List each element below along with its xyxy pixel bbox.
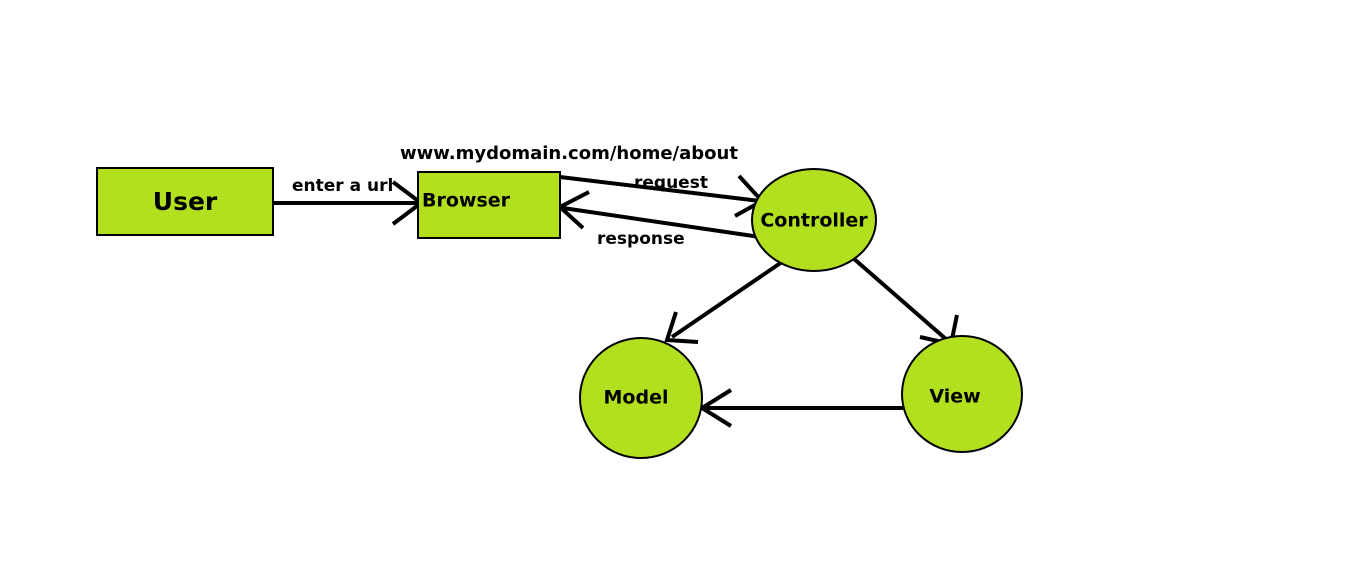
node-user-rect [96,167,274,236]
edge-controller-to-model[interactable] [664,260,784,344]
edge-controller-to-model-line [670,260,784,339]
edge-controller-to-browser-line [562,206,761,239]
edge-browser-to-controller-line [559,175,761,203]
node-browser-label: Browser [422,190,511,212]
node-browser-rect [417,171,561,239]
edge-controller-to-model-arrowhead [664,311,699,344]
node-browser[interactable]: Browser [417,171,561,239]
node-controller[interactable]: Controller [751,168,877,272]
annotation-url: www.mydomain.com/home/about [400,143,738,164]
node-model[interactable]: Model [579,337,703,459]
node-controller-label: Controller [760,210,868,232]
edge-controller-to-view-line [851,256,949,342]
edge-view-to-model[interactable] [698,388,903,428]
node-model-ellipse [579,337,703,459]
node-model-label: Model [604,387,669,409]
edge-label-enter-a-url: enter a url [292,176,393,196]
node-view-label: View [929,386,980,408]
node-view[interactable]: View [901,335,1023,453]
edge-label-response: response [597,229,685,249]
node-controller-ellipse [751,168,877,272]
node-user-label: User [153,187,218,216]
node-view-ellipse [901,335,1023,453]
edge-controller-to-view[interactable] [851,256,959,347]
edge-label-request: request [634,173,708,193]
node-user[interactable]: User [96,167,274,236]
